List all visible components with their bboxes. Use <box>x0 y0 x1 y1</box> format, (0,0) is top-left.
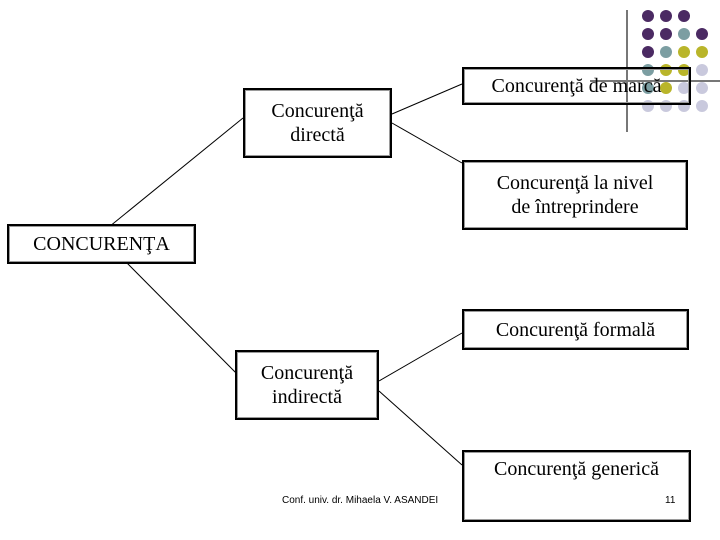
decor-dot <box>678 46 690 58</box>
node-formala: Concurenţă formală <box>462 309 689 350</box>
decor-dot <box>696 82 708 94</box>
node-intreprindere: Concurenţă la nivel de întreprindere <box>462 160 688 230</box>
decor-dot <box>678 82 690 94</box>
node-generica: Concurenţă generică <box>462 450 691 522</box>
decor-dot <box>696 28 708 40</box>
node-root: CONCURENŢA <box>7 224 196 264</box>
connector-root-direct <box>103 117 244 232</box>
decor-dot <box>696 64 708 76</box>
connector-indirect-formala <box>378 332 463 382</box>
footer-author: Conf. univ. dr. Mihaela V. ASANDEI <box>282 495 439 506</box>
node-direct: Concurenţă directă <box>243 88 392 158</box>
decor-dot <box>642 28 654 40</box>
connector-direct-intreprindere <box>391 122 463 164</box>
node-marca: Concurenţă de marcă <box>462 67 691 105</box>
decor-dot <box>678 28 690 40</box>
decor-dot <box>642 82 654 94</box>
decor-dot <box>642 46 654 58</box>
connector-indirect-generica <box>378 390 463 466</box>
decorative-dot-grid <box>642 10 708 112</box>
decor-dot <box>696 100 708 112</box>
connector-direct-marca <box>391 83 463 115</box>
decor-dot <box>696 46 708 58</box>
decor-dot <box>660 46 672 58</box>
decor-dot <box>642 10 654 22</box>
decor-dot <box>660 28 672 40</box>
connector-root-indirect <box>124 260 244 381</box>
page-number: 11 <box>665 495 676 506</box>
decor-dot <box>678 10 690 22</box>
node-indirect: Concurenţă indirectă <box>235 350 379 420</box>
decor-dot <box>660 10 672 22</box>
decor-dot <box>660 82 672 94</box>
